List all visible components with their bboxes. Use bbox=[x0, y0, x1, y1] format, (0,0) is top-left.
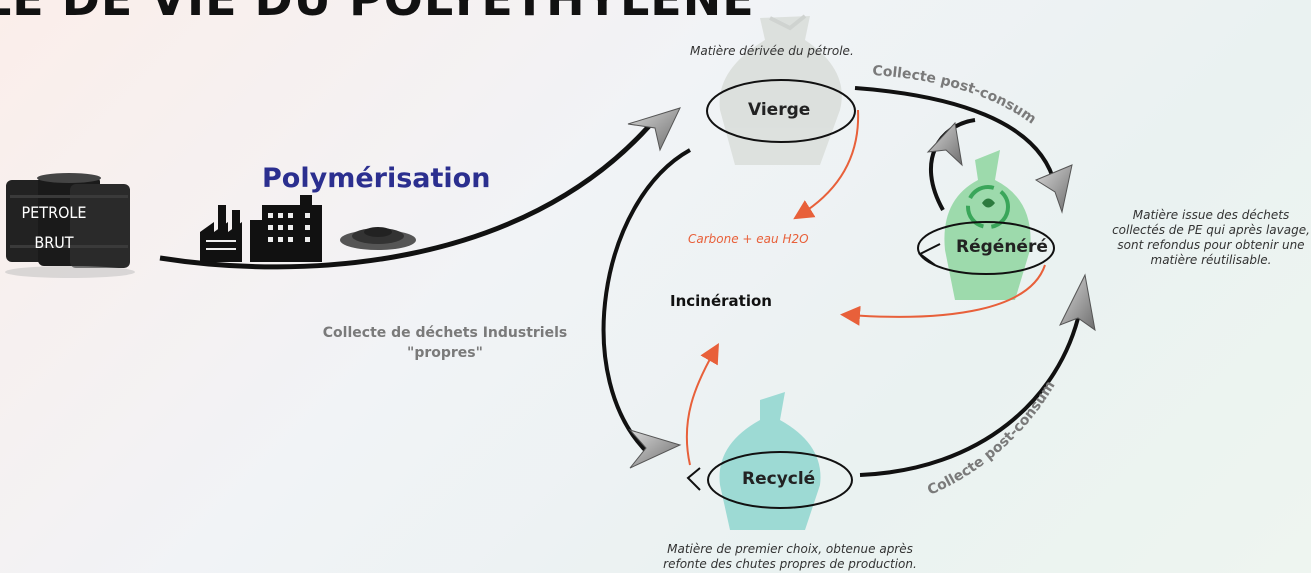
label-carbone: Carbone + eau H2O bbox=[688, 232, 809, 246]
recycle-bag-icon bbox=[719, 392, 821, 530]
regenere-loop-tip bbox=[918, 243, 941, 266]
arrow-recycle-regenere bbox=[859, 309, 1082, 477]
note-regenere-line-3: sont refondus pour obtenir une bbox=[1117, 238, 1305, 252]
label-collecte-post-bottom: Collecte post-consum bbox=[925, 378, 1058, 499]
regenere-ellipse bbox=[917, 221, 1055, 275]
note-recycle-line-1: Matière de premier choix, obtenue après bbox=[667, 542, 913, 556]
regenere-bag-icon bbox=[944, 150, 1031, 300]
orange-arrow-regenere-incin bbox=[840, 264, 1046, 326]
note-recycle-line-2: refonte des chutes propres de production… bbox=[663, 557, 917, 571]
factory-icon bbox=[200, 195, 322, 262]
note-regenere-line-2: collectés de PE qui après lavage, bbox=[1112, 223, 1310, 237]
vierge-bag-icon bbox=[719, 14, 842, 165]
node-recycle: Recyclé bbox=[742, 469, 816, 489]
recycle-loop-tip bbox=[686, 467, 701, 491]
note-recycle: Matière de premier choix, obtenue après … bbox=[620, 542, 960, 572]
collecte-industriels-line-1: Collecte de déchets Industriels bbox=[322, 325, 568, 341]
vierge-ellipse bbox=[706, 79, 856, 143]
arrow-head-regenere-loop bbox=[926, 121, 963, 167]
node-vierge: Vierge bbox=[748, 100, 811, 120]
arrow-polymerisation bbox=[159, 123, 652, 270]
arrow-vierge-recycle bbox=[601, 148, 691, 457]
barrel-line-1: PETROLE bbox=[21, 203, 87, 222]
orange-arrow-recycle-incin bbox=[685, 343, 719, 466]
label-collecte-post-top: Collecte post-consum bbox=[872, 63, 1039, 128]
arrow-vierge-regenere bbox=[854, 86, 1057, 186]
oil-barrels-icon bbox=[5, 173, 135, 278]
arrow-head-recycle bbox=[628, 429, 682, 469]
barrel-line-2: BRUT bbox=[34, 233, 74, 252]
node-regenere: Régénéré bbox=[956, 237, 1048, 257]
arrow-head-regenere-bottom bbox=[1058, 273, 1096, 332]
note-regenere-line-1: Matière issue des déchets bbox=[1132, 208, 1290, 222]
note-regenere-line-4: matière réutilisable. bbox=[1150, 253, 1272, 267]
arrow-head-regenere-top bbox=[1034, 164, 1073, 214]
recycle-icon bbox=[966, 185, 1010, 229]
polymerisation-label: Polymérisation bbox=[262, 163, 491, 194]
label-incineration: Incinération bbox=[670, 292, 772, 310]
arrow-head-vierge bbox=[627, 107, 681, 152]
pellets-icon bbox=[340, 227, 416, 250]
note-regenere: Matière issue des déchets collectés de P… bbox=[1095, 208, 1311, 268]
collecte-industriels-line-2: "propres" bbox=[407, 345, 483, 361]
page-title: LE DE VIE DU POLYETHYLENE bbox=[0, 0, 755, 26]
label-collecte-industriels: Collecte de déchets Industriels "propres… bbox=[300, 323, 590, 363]
barrel-label: PETROLE BRUT bbox=[14, 198, 94, 258]
recycle-ellipse bbox=[707, 451, 853, 509]
note-vierge: Matière dérivée du pétrole. bbox=[690, 44, 854, 58]
orange-arrow-carbone bbox=[793, 109, 860, 220]
